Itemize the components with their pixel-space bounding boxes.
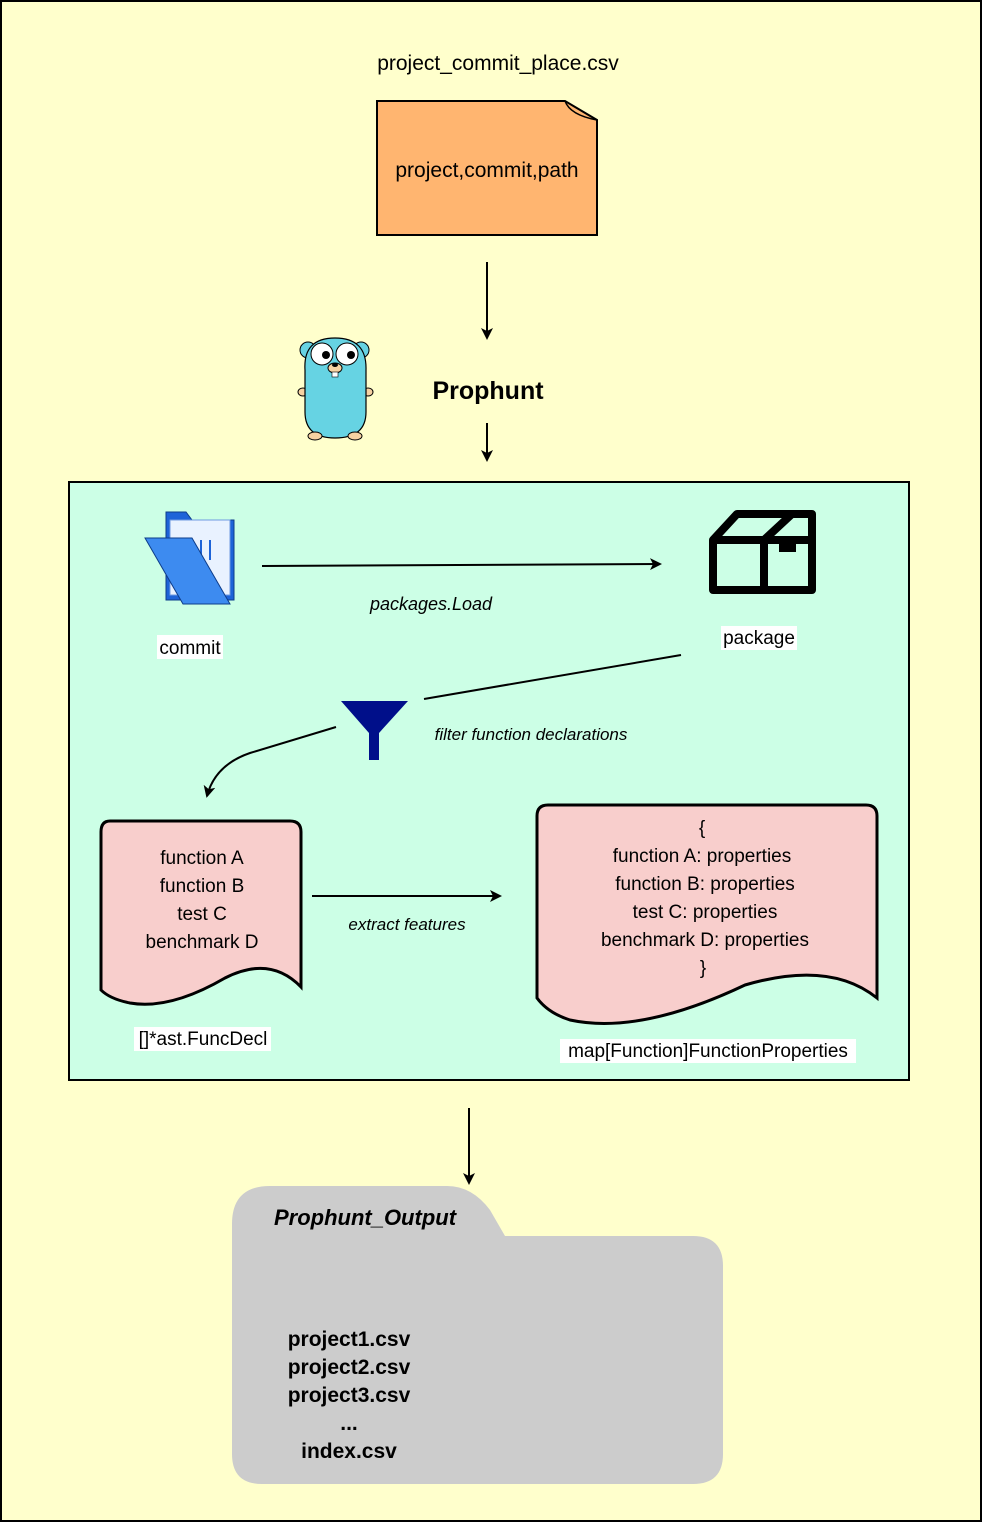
output-file: project1.csv [288, 1328, 411, 1351]
filter-label: filter function declarations [435, 725, 628, 744]
output-file: ... [340, 1412, 358, 1435]
output-folder-name: Prophunt_Output [274, 1205, 458, 1230]
funcdecl-caption: []*ast.FuncDecl [139, 1029, 268, 1050]
funcdecl-line: benchmark D [146, 932, 259, 953]
output-file: project2.csv [288, 1356, 411, 1379]
funcdecl-document [99, 819, 303, 1006]
properties-caption-bg [560, 1039, 856, 1063]
input-document-content: project,commit,path [395, 159, 578, 182]
properties-line: function A: properties [613, 846, 792, 867]
output-file: project3.csv [288, 1384, 411, 1407]
properties-map-document [535, 803, 879, 1025]
go-gopher-icon [297, 337, 374, 441]
extract-label: extract features [348, 915, 466, 934]
input-filename: project_commit_place.csv [377, 52, 619, 75]
properties-line: } [700, 958, 706, 979]
funnel-icon [341, 701, 408, 760]
funcdecl-caption-bg [134, 1027, 271, 1051]
load-label: packages.Load [369, 594, 493, 614]
arrow-commit-to-package [261, 558, 662, 571]
package-icon-tape [779, 536, 796, 552]
commit-label-bg [157, 635, 223, 659]
properties-line: test C: properties [633, 902, 778, 923]
folder-icon [144, 511, 235, 605]
funcdecl-line: test C [177, 904, 227, 925]
output-file: index.csv [301, 1440, 397, 1463]
properties-line: function B: properties [615, 874, 795, 895]
tool-name: Prophunt [432, 377, 544, 405]
arrow-filter-to-funcdecl [203, 726, 337, 798]
properties-line: benchmark D: properties [601, 930, 809, 951]
input-document [376, 100, 598, 236]
properties-line: { [699, 818, 706, 839]
properties-caption: map[Function]FunctionProperties [568, 1041, 848, 1062]
package-label-bg [721, 626, 797, 650]
package-label: package [723, 628, 795, 649]
funcdecl-line: function B [160, 876, 245, 897]
line-package-to-filter [423, 654, 682, 700]
input-document-fold [564, 100, 598, 121]
output-folder [232, 1186, 723, 1484]
commit-label: commit [159, 638, 221, 659]
funcdecl-line: function A [160, 848, 244, 869]
